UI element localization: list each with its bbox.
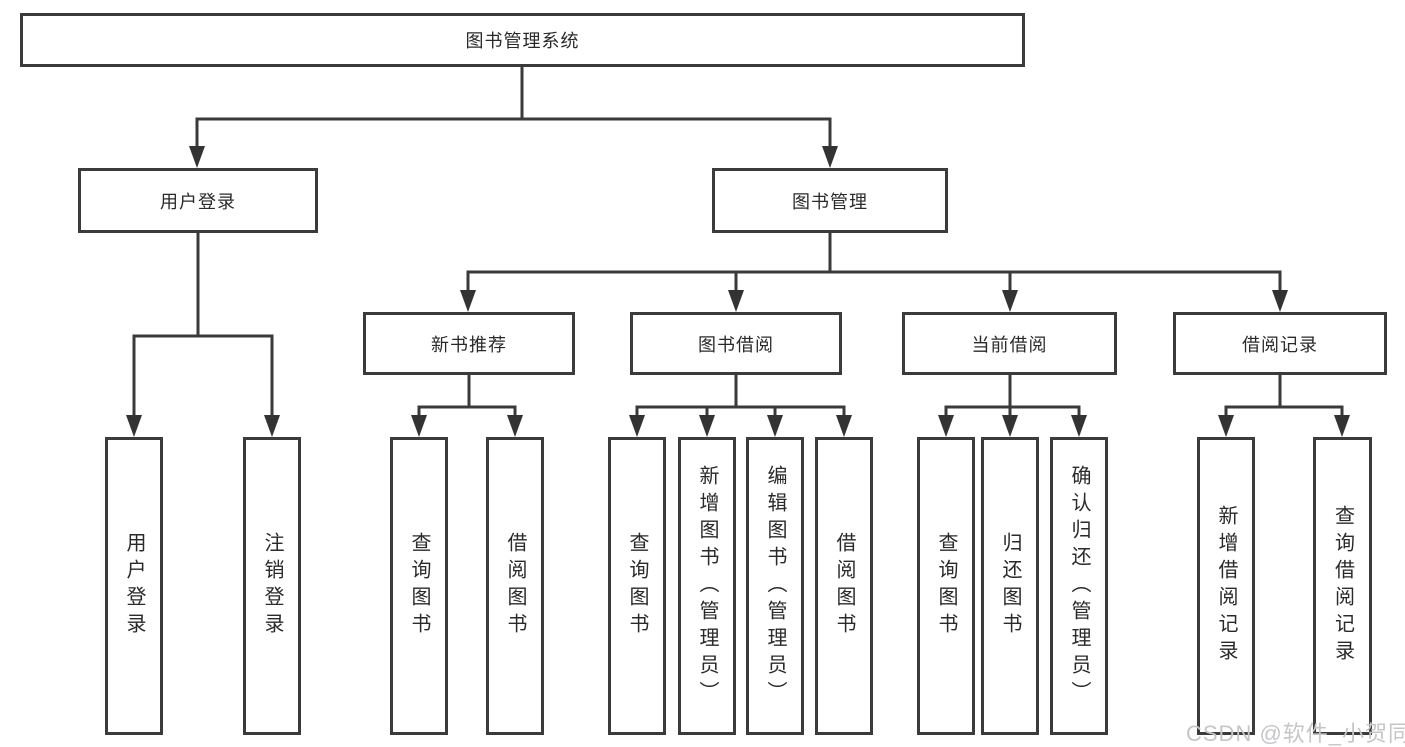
leaf-borrow-book-1: 借阅图书 <box>486 437 544 735</box>
leaf-query-book-2: 查询图书 <box>608 437 666 735</box>
node-book-management-label: 图书管理 <box>792 191 868 212</box>
node-book-borrow-label: 图书借阅 <box>698 334 774 355</box>
leaf-query-borrow-record-label: 查询借阅记录 <box>1331 505 1354 667</box>
node-new-book-recommend-label: 新书推荐 <box>431 334 507 355</box>
leaf-logout: 注销登录 <box>243 437 301 735</box>
node-new-book-recommend: 新书推荐 <box>363 312 575 375</box>
node-current-borrow: 当前借阅 <box>902 312 1117 375</box>
leaf-query-book-3: 查询图书 <box>917 437 975 735</box>
leaf-add-book-admin: 新增图书（管理员） <box>678 437 736 735</box>
watermark: CSDN @软件_小贺同学 <box>1186 721 1405 746</box>
leaf-return-book: 归还图书 <box>981 437 1039 735</box>
node-current-borrow-label: 当前借阅 <box>971 334 1048 355</box>
leaf-add-borrow-record: 新增借阅记录 <box>1197 437 1255 735</box>
node-borrow-records: 借阅记录 <box>1173 312 1387 375</box>
node-root-label: 图书管理系统 <box>465 31 580 51</box>
leaf-edit-book-admin-label: 编辑图书（管理员） <box>764 464 786 708</box>
leaf-borrow-book-2-label: 借阅图书 <box>833 532 855 640</box>
leaf-confirm-return-admin: 确认归还（管理员） <box>1050 437 1108 735</box>
leaf-query-borrow-record: 查询借阅记录 <box>1313 437 1372 735</box>
leaf-query-book-2-label: 查询图书 <box>626 532 648 640</box>
leaf-add-borrow-record-label: 新增借阅记录 <box>1215 505 1237 667</box>
leaf-edit-book-admin: 编辑图书（管理员） <box>746 437 804 735</box>
node-borrow-records-label: 借阅记录 <box>1242 334 1318 355</box>
leaf-user-login-label: 用户登录 <box>123 532 145 640</box>
leaf-borrow-book-1-label: 借阅图书 <box>504 532 526 640</box>
node-user-login: 用户登录 <box>78 168 318 233</box>
leaf-query-book-1-label: 查询图书 <box>408 532 430 640</box>
node-book-borrow: 图书借阅 <box>630 312 842 375</box>
leaf-query-book-1: 查询图书 <box>390 437 448 735</box>
leaf-add-book-admin-label: 新增图书（管理员） <box>696 464 718 708</box>
leaf-query-book-3-label: 查询图书 <box>935 532 957 640</box>
leaf-logout-label: 注销登录 <box>261 532 283 640</box>
leaf-borrow-book-2: 借阅图书 <box>815 437 873 735</box>
node-book-management: 图书管理 <box>712 168 948 233</box>
leaf-return-book-label: 归还图书 <box>999 532 1021 640</box>
node-user-login-label: 用户登录 <box>160 191 236 212</box>
node-root-system: 图书管理系统 <box>20 13 1025 67</box>
leaf-user-login: 用户登录 <box>105 437 163 735</box>
leaf-confirm-return-admin-label: 确认归还（管理员） <box>1068 464 1090 708</box>
